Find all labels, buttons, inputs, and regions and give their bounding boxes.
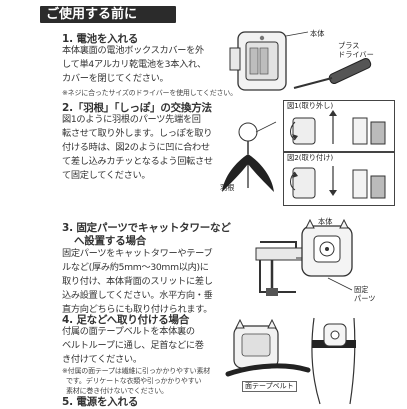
label-driver-1: プラス bbox=[338, 41, 360, 50]
label-body-3: 本体 bbox=[318, 217, 333, 226]
figure-2-frame bbox=[283, 152, 395, 206]
section-2-heading: 2.「羽根」「しっぽ」の交換方法 bbox=[62, 102, 212, 114]
screwdriver-icon bbox=[293, 57, 372, 89]
clamp-illustration bbox=[255, 218, 353, 296]
section-3-heading: 3. 固定パーツでキャットタワーなど bbox=[62, 222, 231, 234]
section-3-text-1: 固定パーツをキャットタワーやテーブ bbox=[62, 248, 213, 259]
label-driver-2: ドライバー bbox=[338, 50, 374, 59]
section-2-text-3: 付ける時は、図2のように凹に合わせ bbox=[62, 142, 210, 153]
section-2-text-5: て固定してください。 bbox=[62, 170, 151, 181]
section-1-text-3: カバーを閉じてください。 bbox=[62, 73, 169, 84]
tape-belt bbox=[225, 363, 311, 377]
section-1-text-1: 本体裏面の電池ボックスカバーを外 bbox=[62, 45, 204, 56]
belt-illustration bbox=[225, 317, 356, 405]
label-body: 本体 bbox=[310, 29, 325, 38]
figure-1-label: 図1(取り外し) bbox=[287, 101, 334, 110]
figure-2-label: 図2(取り付け) bbox=[287, 153, 334, 162]
section-3-heading-2: へ設置する場合 bbox=[74, 235, 147, 247]
figure-1-frame bbox=[283, 100, 395, 152]
section-3-text-3: 取り付け、本体背面のスリットに差し bbox=[62, 276, 213, 287]
clamp-part bbox=[259, 241, 297, 293]
section-4-text-3: き付けてください。 bbox=[62, 354, 142, 365]
section-1-text-2: して単4アルカリ乾電池を3本入れ、 bbox=[62, 59, 206, 70]
leader-line bbox=[255, 121, 277, 133]
section-2-text-2: 転させて取り外します。しっぽを取り bbox=[62, 128, 213, 139]
label-feather: 羽根 bbox=[220, 183, 235, 192]
battery-illustration bbox=[229, 31, 372, 91]
section-4-text-1: 付属の面テープベルトを本体裏の bbox=[62, 326, 195, 337]
section-3-text-5: 直方向どちらにも取り付けられます。 bbox=[62, 304, 213, 315]
section-1-heading: 1. 電池を入れる bbox=[62, 33, 139, 45]
section-4-note-2: です。デリケートな衣類や引っかかりやすい bbox=[66, 377, 202, 385]
label-fix-2: パーツ bbox=[354, 294, 376, 303]
section-1-note: ※ネジに合ったサイズのドライバーを使用してください。 bbox=[62, 89, 237, 97]
device-back-view bbox=[233, 318, 279, 369]
device-body bbox=[301, 218, 353, 277]
section-2-text-4: て差し込みカチッとなるよう回転させ bbox=[62, 156, 213, 167]
section-3-text-4: 込み設置してください。水平方向・垂 bbox=[62, 290, 213, 301]
section-3-text-2: ルなど(厚み約5mm〜30mm以内)に bbox=[62, 262, 209, 273]
feather-illustration bbox=[222, 122, 274, 192]
page-title: ご使用する前に bbox=[40, 6, 176, 23]
section-4-note-1: ※付属の面テープは繊維に引っかかりやすい素材 bbox=[62, 367, 211, 375]
section-4-note-3: 素材に巻き付けないでください。 bbox=[66, 387, 168, 395]
leg-drawing bbox=[311, 317, 356, 405]
section-4-heading: 4. 足などへ取り付ける場合 bbox=[62, 314, 190, 326]
label-fix-1: 固定 bbox=[354, 285, 369, 294]
section-5-heading: 5. 電源を入れる bbox=[62, 396, 139, 408]
section-2-text-1: 図1のように羽根のパーツ先端を回 bbox=[62, 114, 201, 125]
section-4-text-2: ベルトループに通し、足首などに巻 bbox=[62, 340, 204, 351]
label-belt: 面テープベルト bbox=[242, 381, 297, 392]
